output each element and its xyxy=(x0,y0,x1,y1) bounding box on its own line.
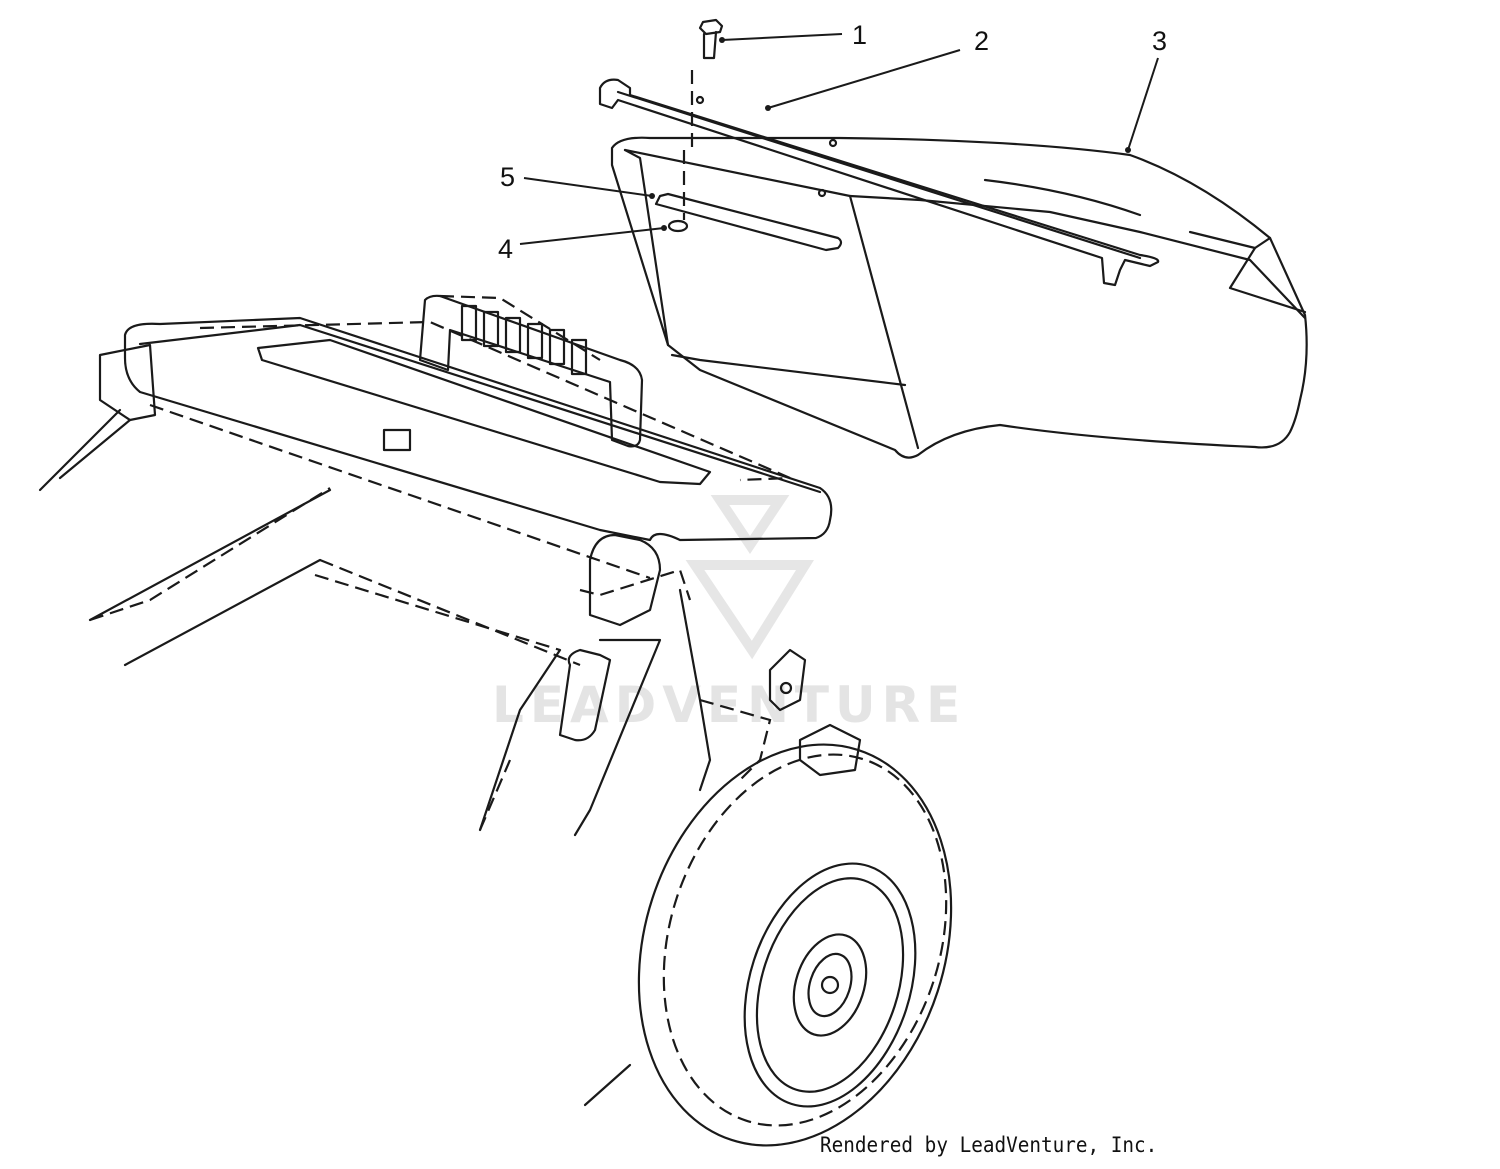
mower-body xyxy=(88,487,862,837)
grass-bag xyxy=(610,136,1308,459)
hardware xyxy=(654,18,843,252)
rear-wheel xyxy=(583,743,953,1147)
watermark: LEADVENTURE xyxy=(492,495,966,734)
callout-4: 4 xyxy=(498,234,513,264)
callout-3: 3 xyxy=(1152,26,1167,56)
credit-text: Rendered by LeadVenture, Inc. xyxy=(820,1133,1158,1157)
mower-deck xyxy=(38,294,833,627)
callout-2: 2 xyxy=(974,26,989,56)
watermark-text: LEADVENTURE xyxy=(492,676,966,734)
bag-handle-bar xyxy=(598,78,1160,287)
callout-5: 5 xyxy=(500,162,515,192)
callout-1: 1 xyxy=(852,20,867,50)
watermark-logo xyxy=(685,495,815,660)
callout-leaders xyxy=(519,33,1159,245)
callout-numbers: 1 2 3 5 4 xyxy=(498,20,1167,264)
